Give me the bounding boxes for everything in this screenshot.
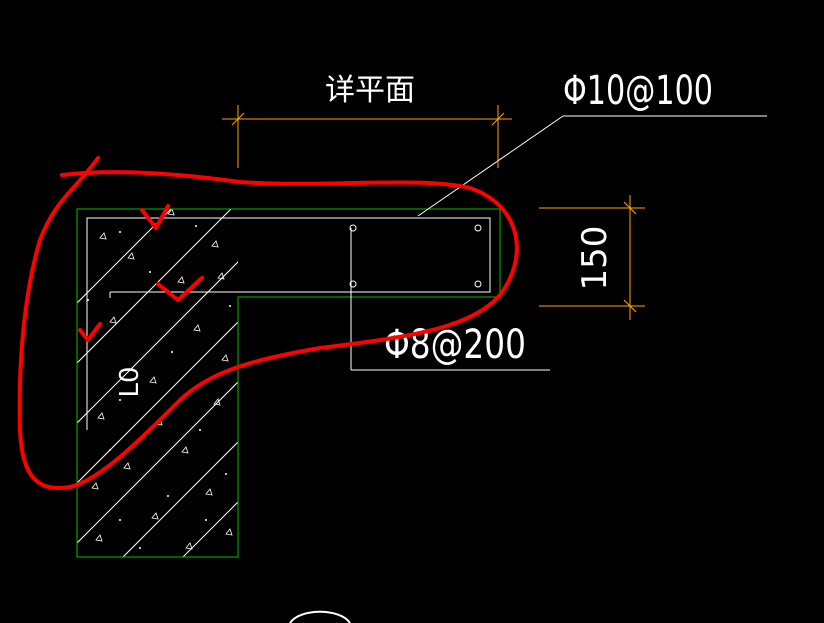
wall-mark-label: L0 [115,366,145,397]
check-mark-2 [156,276,204,302]
markup-outline [17,156,519,490]
rebar-dots [349,224,482,288]
hatch-lines [77,209,238,557]
aggregate-marks [91,209,233,550]
concrete-wall-section [77,209,238,557]
rebar-bottom-label: Φ8@200 [384,322,526,368]
rebar-leader-diagonal [417,115,564,217]
top-rebar [86,217,491,430]
markup-annotations [17,156,519,490]
dimension-right-label: 150 [575,226,615,291]
partial-circle-bottom [289,610,351,623]
rebar-top-label: Φ10@100 [563,68,713,114]
dimension-top-label: 详平面 [325,73,415,108]
rebar-lines [86,115,767,430]
dimension-lines [222,105,645,320]
check-mark-3 [78,322,102,342]
check-mark-1 [140,204,170,230]
aggregate-dots [87,225,231,549]
